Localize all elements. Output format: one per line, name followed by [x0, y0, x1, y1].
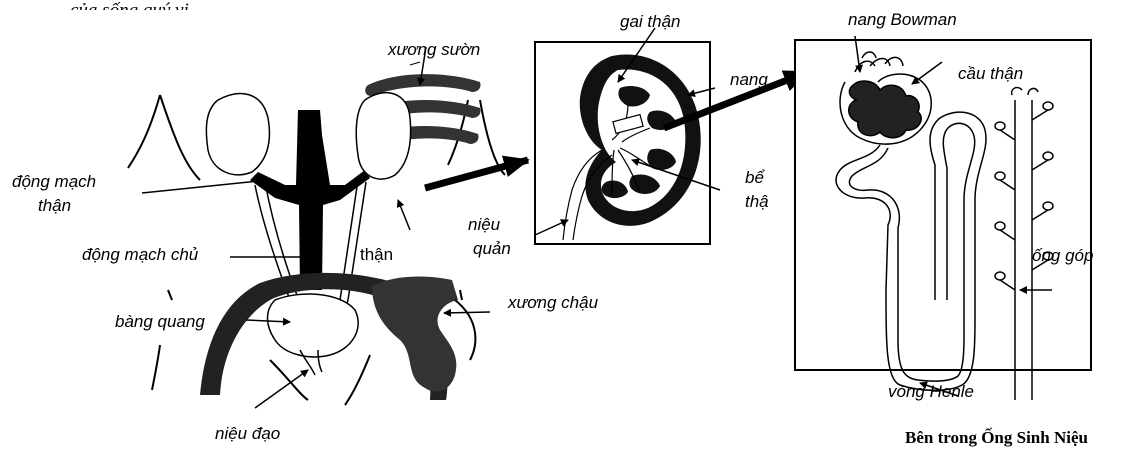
- label-dong-mach-than-line2: thận: [38, 196, 71, 216]
- label-be-than-line1: bể: [745, 168, 764, 188]
- bladder: [268, 294, 359, 357]
- label-nieu-quan-line1: niệu: [468, 215, 500, 235]
- label-than: thận: [360, 245, 393, 265]
- label-nieu-quan-line2: quản: [473, 239, 511, 259]
- label-nang: nang: [730, 70, 768, 90]
- label-be-than-line2: thậ: [745, 192, 769, 212]
- label-dong-mach-than-line1: động mạch: [12, 172, 96, 192]
- label-xuong-chau: xương chậu: [508, 293, 598, 313]
- right-kidney: [356, 93, 410, 179]
- label-xuong-suon: xương sườn: [388, 40, 480, 60]
- label-ong-gop: ống góp: [1032, 246, 1093, 266]
- caption-nephron: Bên trong Ống Sinh Niệu: [905, 428, 1088, 448]
- label-gai-than: gai thận: [620, 12, 681, 32]
- label-vong-henle: vòng Henle: [888, 382, 974, 402]
- hip-outline: [455, 300, 475, 360]
- clipped-heading-text: của sống quý vị.: [70, 0, 193, 10]
- label-bang-quang: bàng quang: [115, 312, 205, 332]
- label-nieu-dao: niệu đạo: [215, 424, 280, 444]
- nephron-box: [795, 40, 1091, 370]
- label-cau-than: cầu thận: [958, 64, 1023, 84]
- hip-bone: [372, 276, 458, 391]
- left-kidney: [206, 94, 269, 175]
- label-dong-mach-chu: động mạch chủ: [82, 245, 198, 265]
- big-arrow-to-kidney: [425, 160, 528, 188]
- label-nang-bowman: nang Bowman: [848, 10, 957, 30]
